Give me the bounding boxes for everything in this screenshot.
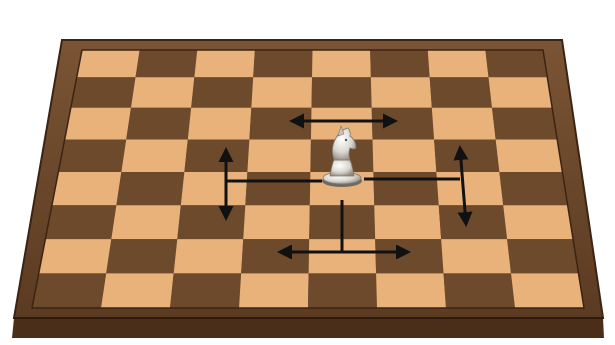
board-square: [376, 273, 446, 308]
board-square: [375, 239, 443, 273]
board-square: [251, 77, 312, 107]
board-square: [371, 77, 432, 107]
board-square: [239, 273, 309, 308]
board-square: [312, 50, 371, 77]
board-square: [511, 273, 584, 308]
board-square: [485, 50, 547, 77]
board-square: [101, 273, 174, 308]
board-square: [174, 239, 244, 273]
board-square: [253, 50, 312, 77]
board-square: [184, 139, 249, 172]
board-square: [439, 205, 507, 239]
board-square: [245, 172, 310, 205]
board-square: [188, 108, 252, 140]
board-square: [126, 108, 191, 140]
board-front-edge: [12, 318, 604, 338]
board-square: [65, 108, 131, 140]
board-square: [496, 139, 563, 172]
board-square: [111, 205, 181, 239]
board-square: [436, 172, 503, 205]
board-square: [441, 239, 511, 273]
board-square: [249, 108, 311, 140]
board-square: [444, 273, 515, 308]
board-square: [507, 239, 578, 273]
board-square: [432, 108, 496, 140]
board-square: [194, 50, 255, 77]
board-square: [372, 108, 434, 140]
board-square: [308, 273, 377, 308]
board-square: [116, 172, 184, 205]
board-square: [370, 50, 430, 77]
board-squares: [32, 50, 584, 308]
board-square: [177, 205, 245, 239]
board-square: [243, 205, 310, 239]
board-square: [77, 50, 140, 77]
board-square: [373, 172, 438, 205]
board-square: [32, 273, 106, 308]
board-square: [434, 139, 499, 172]
board-square: [136, 50, 198, 77]
board-square: [499, 172, 567, 205]
board-square: [181, 172, 248, 205]
board-square: [374, 205, 441, 239]
board-square: [503, 205, 573, 239]
board-square: [247, 139, 311, 172]
board-square: [170, 273, 241, 308]
board-square: [489, 77, 553, 107]
board-square: [106, 239, 177, 273]
board-square: [430, 77, 492, 107]
board-square: [428, 50, 489, 77]
board-square: [492, 108, 557, 140]
board-square: [191, 77, 253, 107]
board-square: [131, 77, 194, 107]
board-square: [241, 239, 309, 273]
board-square: [52, 172, 121, 205]
board-square: [58, 139, 126, 172]
board-square: [311, 77, 371, 107]
board-square: [39, 239, 112, 273]
board-square: [373, 139, 437, 172]
board-square: [45, 205, 116, 239]
board-square: [71, 77, 136, 107]
board-square: [121, 139, 187, 172]
